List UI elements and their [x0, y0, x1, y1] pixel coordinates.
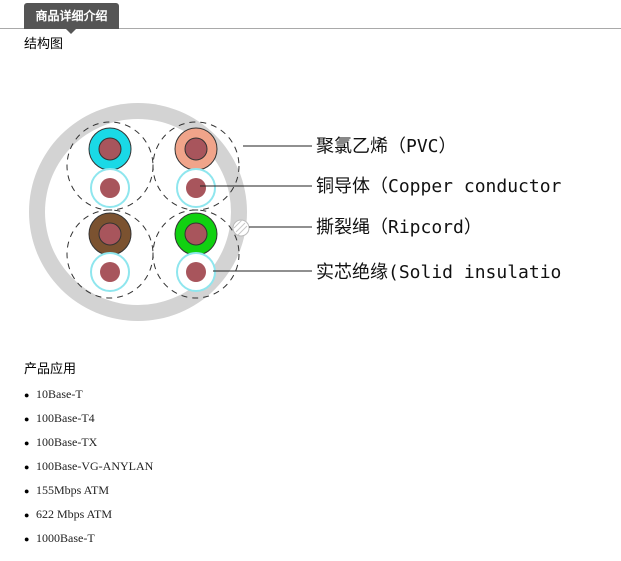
list-item: ● 622 Mbps ATM: [24, 506, 153, 530]
cable-structure-diagram: 聚氯乙烯（PVC） 铜导体（Copper conductor 撕裂绳（Ripco…: [29, 103, 562, 321]
white-conductor-4: [186, 262, 206, 282]
pair-boundaries: [66, 121, 240, 299]
application-name: 155Mbps ATM: [36, 483, 110, 497]
application-name: 100Base-TX: [36, 435, 98, 449]
leader-lines: [200, 145, 312, 272]
conductor-callout: 铜导体（Copper conductor: [316, 176, 562, 197]
white-conductor-3: [100, 262, 120, 282]
application-name: 1000Base-T: [36, 531, 95, 545]
bullet-icon: ●: [24, 510, 30, 520]
detail-tab-strip: 商品详细介绍: [0, 0, 621, 34]
green-conductor: [184, 222, 208, 246]
insulation-callout: 实芯绝缘(Solid insulatio: [316, 262, 561, 283]
white-conductor-2: [186, 178, 206, 198]
application-name: 100Base-T4: [36, 411, 95, 425]
list-item: ● 1000Base-T: [24, 530, 153, 554]
application-name: 100Base-VG-ANYLAN: [36, 459, 154, 473]
bullet-icon: ●: [24, 462, 30, 472]
blue-conductor: [98, 137, 122, 161]
product-detail-tab-label: 商品详细介绍: [35, 9, 108, 23]
list-item: ● 100Base-VG-ANYLAN: [24, 458, 153, 482]
application-name: 10Base-T: [36, 387, 83, 401]
bullet-icon: ●: [24, 438, 30, 448]
list-item: ● 100Base-T4: [24, 410, 153, 434]
bullet-icon: ●: [24, 390, 30, 400]
bullet-icon: ●: [24, 486, 30, 496]
pair-boundary-bottom-right: [152, 209, 240, 299]
product-detail-tab[interactable]: 商品详细介绍: [24, 3, 119, 34]
list-item: ● 155Mbps ATM: [24, 482, 153, 506]
white-conductor-1: [100, 178, 120, 198]
bullet-icon: ●: [24, 414, 30, 424]
list-item: ● 100Base-TX: [24, 434, 153, 458]
ripcord-callout: 撕裂绳（Ripcord）: [316, 217, 482, 238]
pair-boundary-top-right: [152, 121, 240, 211]
list-item: ● 10Base-T: [24, 386, 153, 410]
applications-list: ● 10Base-T ● 100Base-T4 ● 100Base-TX ● 100Ba…: [24, 386, 153, 554]
bullet-icon: ●: [24, 534, 30, 544]
pvc-callout: 聚氯乙烯（PVC）: [316, 136, 457, 157]
brown-conductor: [98, 222, 122, 246]
tab-divider-left: [0, 28, 24, 29]
ripcord: [232, 219, 250, 237]
orange-conductor: [184, 137, 208, 161]
structure-section-title: 结构图: [24, 37, 64, 52]
applications-section-title: 产品应用: [24, 362, 77, 377]
application-name: 622 Mbps ATM: [36, 507, 113, 521]
tab-pointer: [66, 29, 76, 34]
tab-divider: [119, 28, 621, 29]
